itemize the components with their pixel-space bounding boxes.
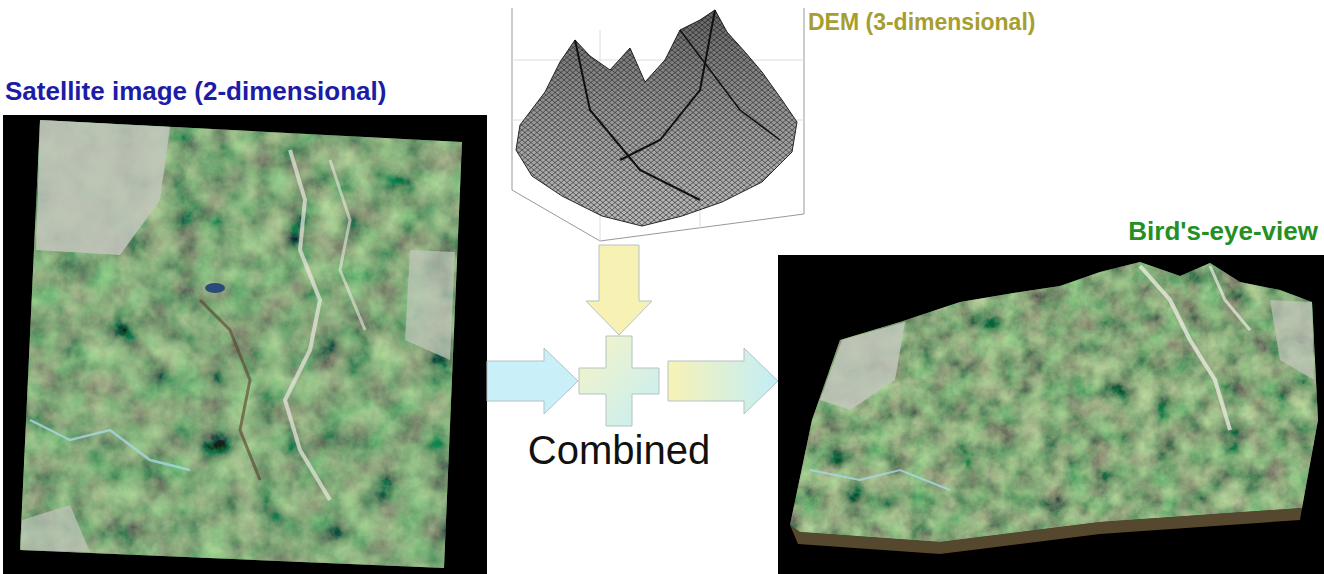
ridge xyxy=(1140,266,1230,430)
urban-area xyxy=(820,322,905,410)
river xyxy=(30,420,190,470)
image-ground xyxy=(20,120,462,568)
combine-label: Combined xyxy=(528,427,710,473)
terrain-ground xyxy=(790,262,1318,542)
dem-ridge xyxy=(680,30,780,140)
combine-plus: Combined xyxy=(578,335,660,427)
block-arrow xyxy=(668,348,778,414)
urban-area xyxy=(1270,300,1314,380)
image-background xyxy=(3,115,487,574)
plot-axes xyxy=(512,8,804,241)
birds-eye-panel: Bird's-eye-view xyxy=(778,255,1324,574)
ridge xyxy=(285,150,330,500)
terrain-edge xyxy=(790,508,1302,554)
block-arrow xyxy=(586,245,652,335)
river xyxy=(810,470,950,490)
view-background xyxy=(778,255,1324,574)
ridge xyxy=(330,160,365,330)
satellite-image-panel: Satellite image (2-dimensional) xyxy=(3,115,487,574)
urban-area xyxy=(405,250,455,360)
birds-eye-image xyxy=(778,255,1324,574)
view-heading: Bird's-eye-view xyxy=(1128,217,1318,247)
image-texture xyxy=(20,120,462,568)
dem-heading: DEM (3-dimensional) xyxy=(808,9,1035,35)
urban-area xyxy=(36,120,170,255)
lake xyxy=(205,283,225,293)
image-heading: Satellite image (2-dimensional) xyxy=(5,77,386,107)
terrain-texture xyxy=(790,262,1318,542)
dem-plot xyxy=(498,3,805,243)
plus-outline xyxy=(579,336,659,426)
satellite-image xyxy=(3,115,487,574)
dem-surface xyxy=(516,10,797,226)
dem-plot-panel: DEM (3-dimensional) xyxy=(498,3,805,243)
block-arrow xyxy=(487,348,578,414)
dem-shading xyxy=(516,10,797,226)
dem-ridge xyxy=(620,10,715,160)
plot-background xyxy=(498,3,805,243)
valley xyxy=(200,300,260,480)
ridge xyxy=(1210,266,1250,330)
urban-area xyxy=(21,505,90,552)
plus-symbol xyxy=(578,335,660,427)
dem-ridge xyxy=(575,40,700,200)
